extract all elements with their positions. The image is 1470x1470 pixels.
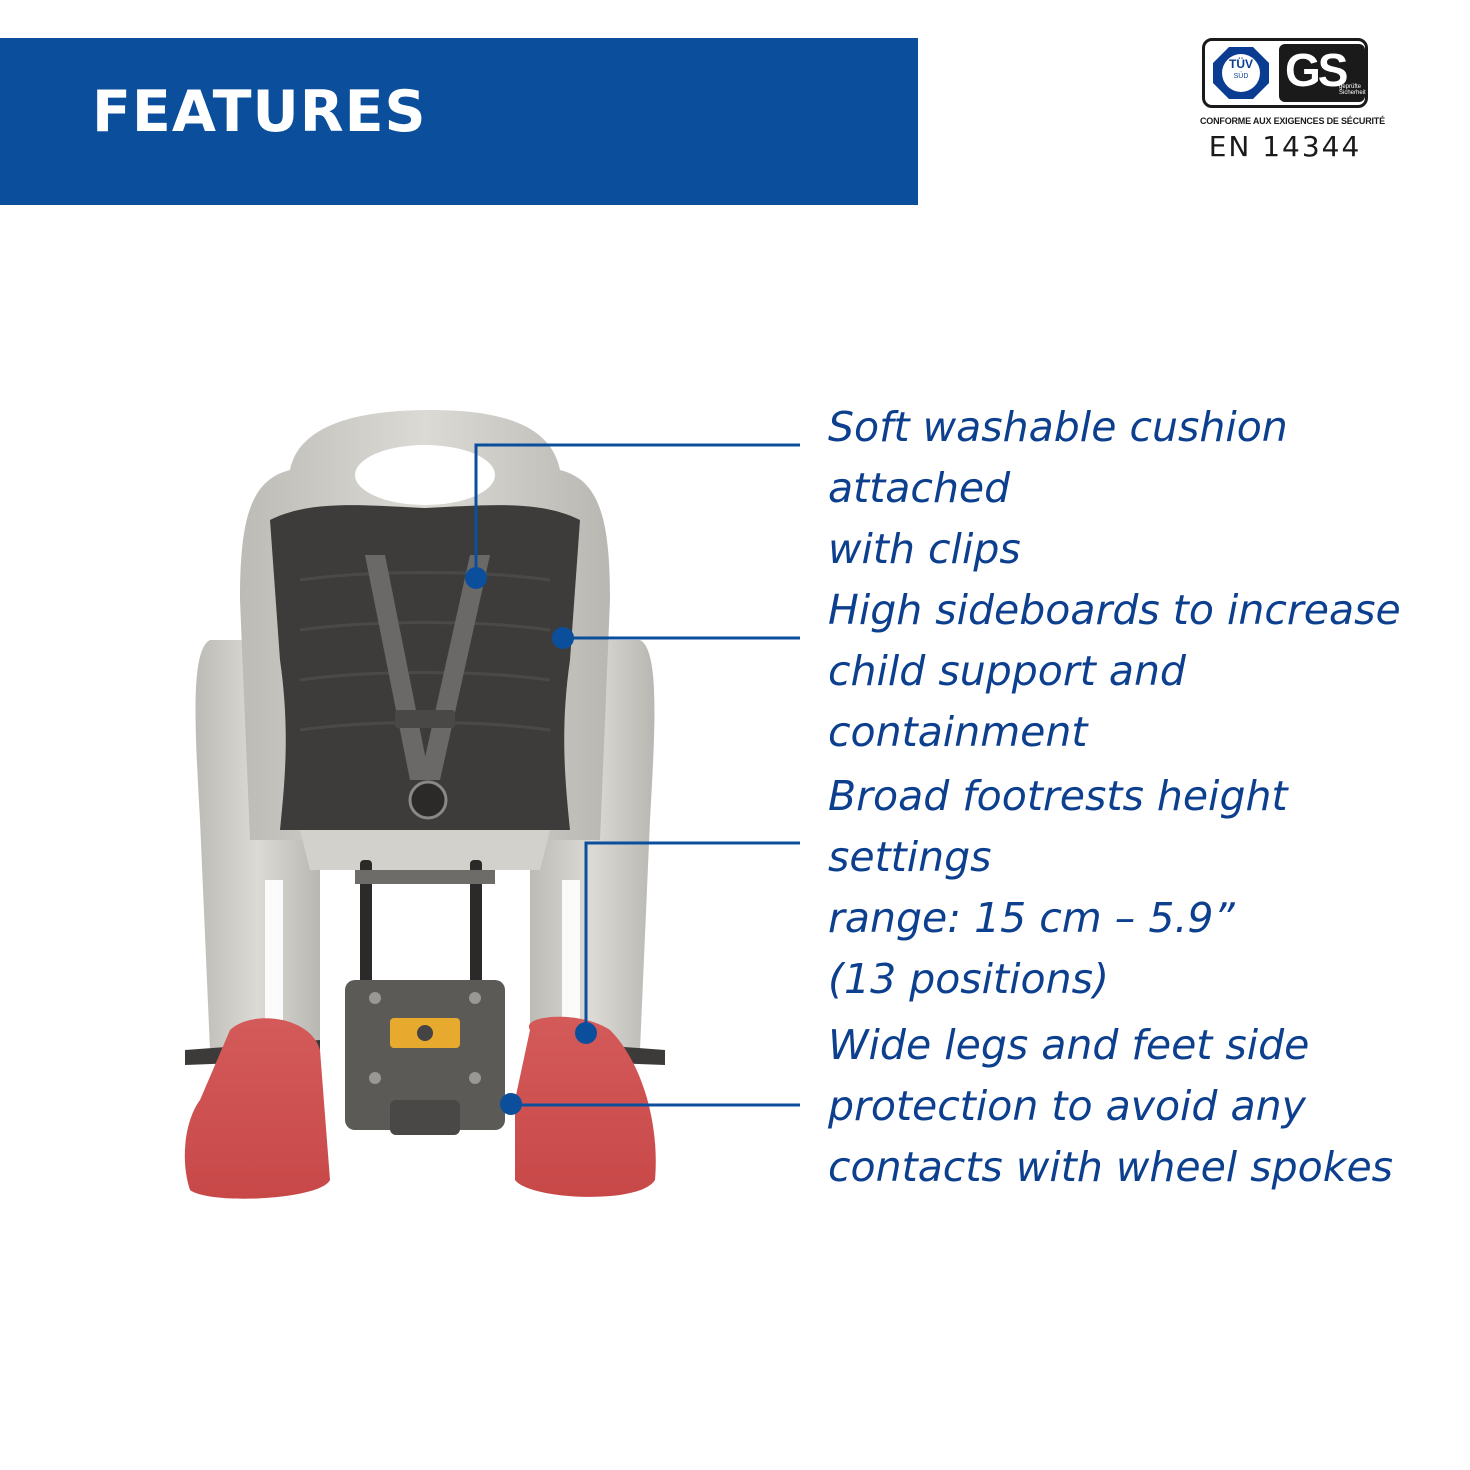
feature-sideboards: High sideboards to increase child suppor… — [828, 586, 1401, 756]
tuv-label: TÜV — [1229, 57, 1253, 71]
mount-rod-left — [360, 860, 372, 990]
conformity-text: CONFORME AUX EXIGENCES DE SÉCURITÉ — [1200, 116, 1385, 126]
gs-label: GS — [1285, 44, 1348, 96]
tuv-sub-label: SÜD — [1233, 73, 1249, 80]
gs-mark-icon: GS geprüfte Sicherheit — [1279, 44, 1366, 102]
page-title: FEATURES — [92, 79, 427, 145]
tuv-octagon-icon — [1213, 47, 1269, 99]
gs-sub-label: geprüfte Sicherheit — [1339, 84, 1366, 97]
cert-logo-frame: TÜV SÜD GS geprüfte Sicherheit — [1202, 38, 1368, 108]
right-footrest — [515, 1016, 656, 1197]
mount-plate — [355, 870, 495, 884]
standard-text: EN 14344 — [1208, 130, 1362, 163]
mounting-block — [345, 980, 505, 1130]
header-banner — [0, 38, 918, 205]
seat-cushion — [270, 505, 580, 830]
seat-base — [300, 830, 550, 870]
feature-leg-protection: Wide legs and feet side protection to av… — [828, 1021, 1394, 1191]
mount-rod-right — [470, 860, 482, 990]
carry-handle-hole — [355, 445, 495, 505]
child-bike-seat-illustration — [184, 410, 665, 1199]
harness-buckle — [408, 780, 448, 820]
strap-buckle — [395, 710, 455, 728]
certification-badge: TÜV SÜD GS geprüfte Sicherheit CONFORME … — [1200, 38, 1385, 168]
feature-cushion: Soft washable cushion attached with clip… — [828, 403, 1288, 573]
left-footrest — [184, 1018, 330, 1199]
feature-footrests: Broad footrests height settings range: 1… — [828, 772, 1288, 1003]
